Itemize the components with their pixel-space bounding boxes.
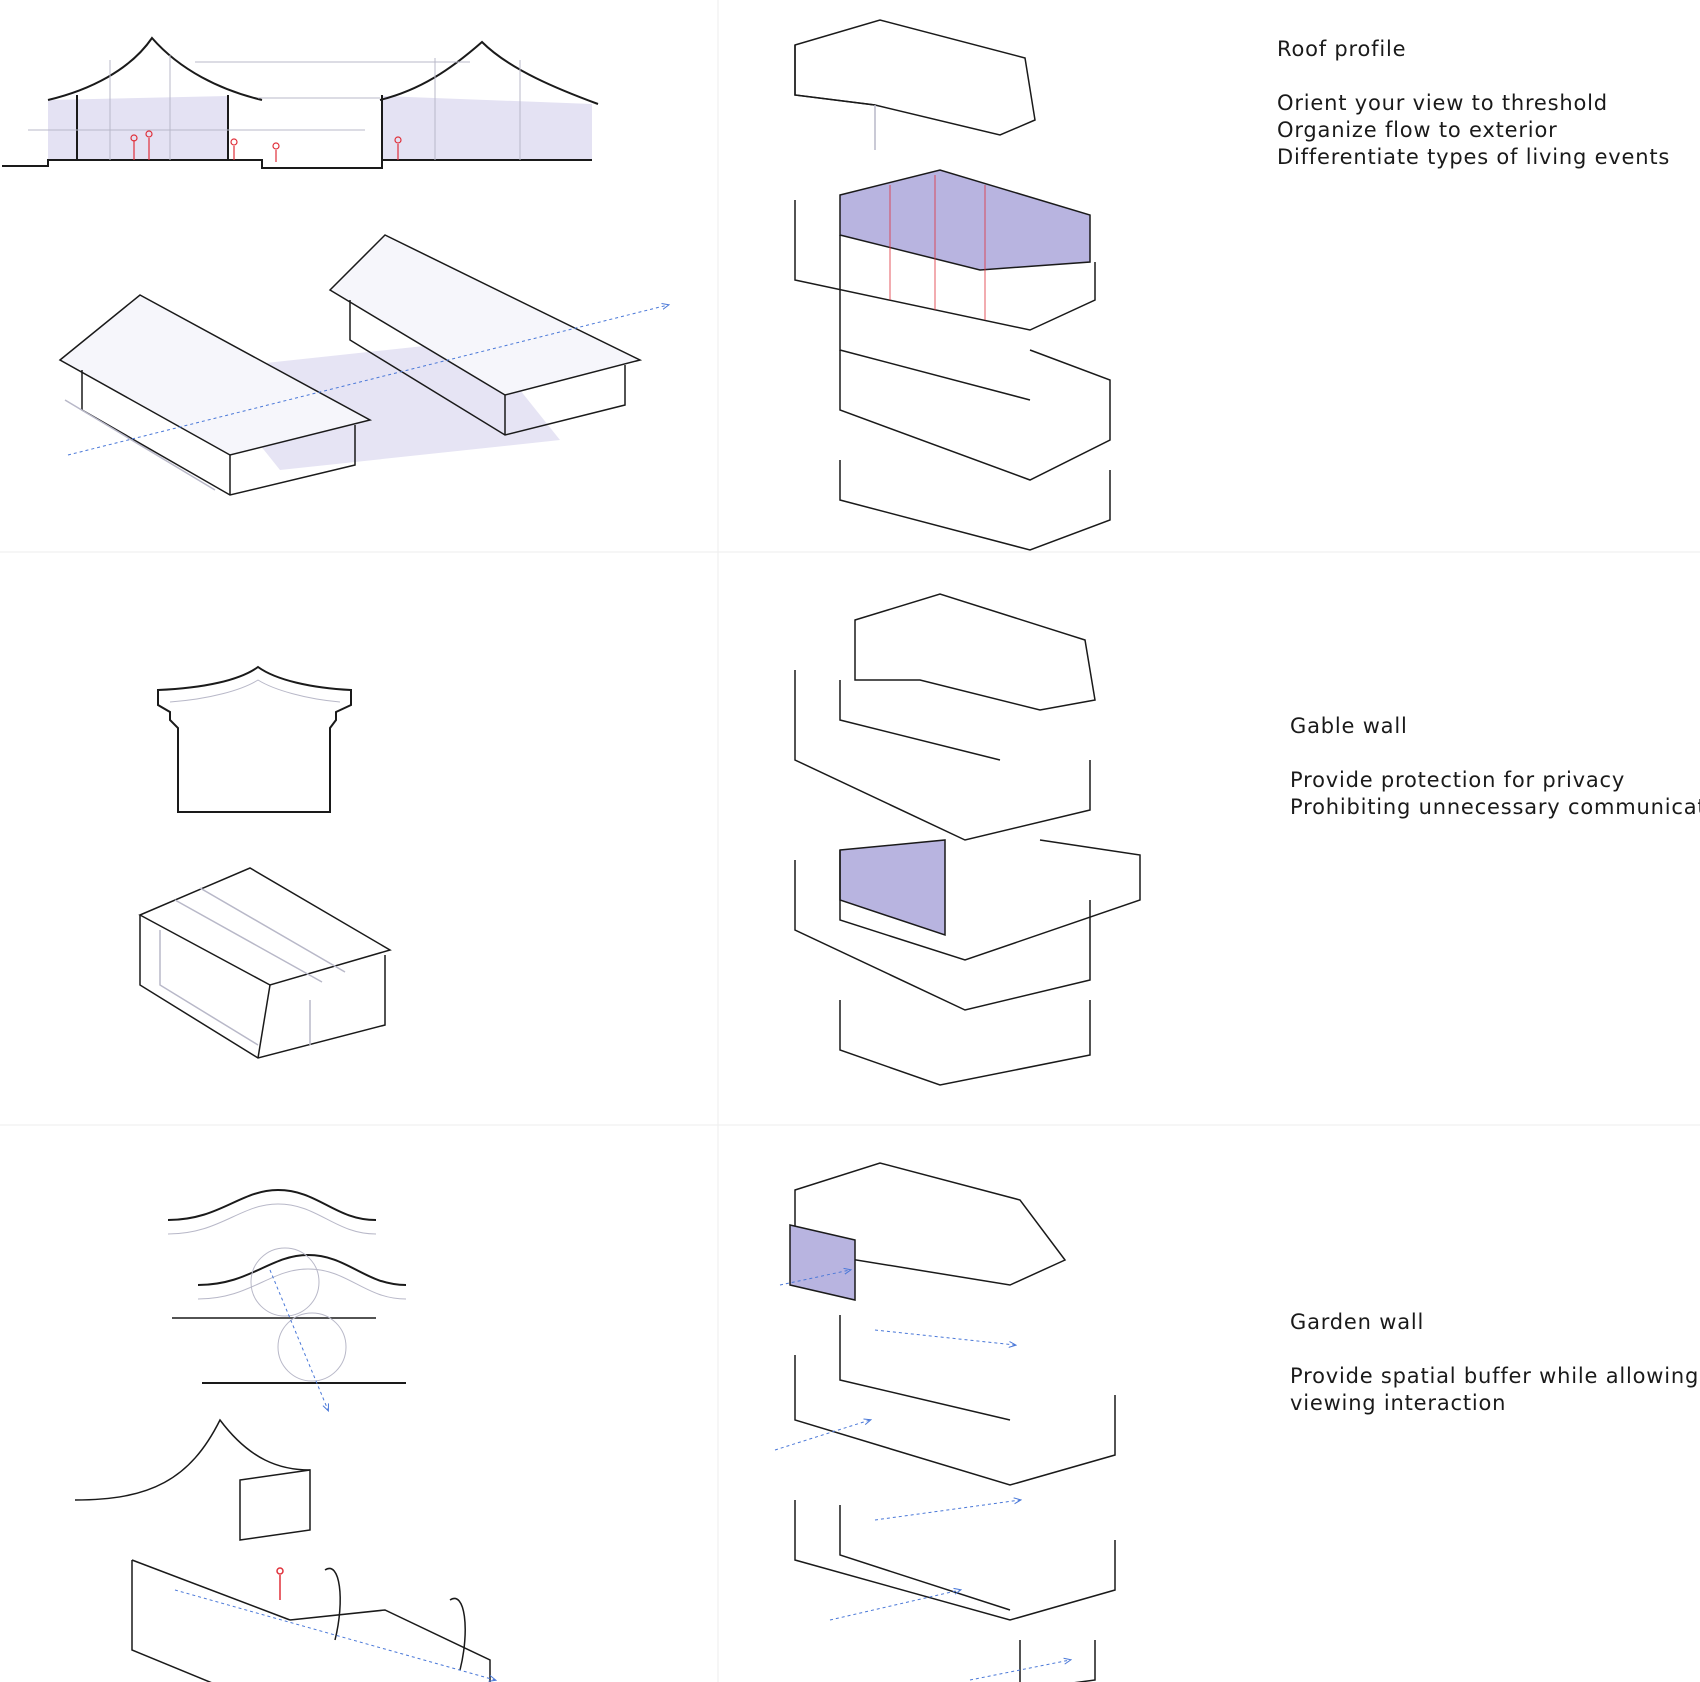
section-line: Provide spatial buffer while allowing: [1290, 1364, 1700, 1388]
section-title: Garden wall: [1290, 1310, 1425, 1334]
section-line: Prohibiting unnecessary communication: [1290, 795, 1700, 819]
section-line: Organize flow to exterior: [1277, 118, 1558, 142]
courtyard-section-drawing: [2, 36, 599, 169]
section-title: Roof profile: [1277, 37, 1407, 61]
gable-wall-volume-diagram: [794, 593, 1141, 1086]
section-line: Provide protection for privacy: [1290, 768, 1626, 792]
roof-profile-volume-diagram: [794, 19, 1111, 551]
garden-wall-elevation-drawing: [167, 1188, 407, 1410]
garden-wall-volume-diagram: [774, 1162, 1116, 1682]
courtyard-axonometric-drawing: [58, 234, 668, 496]
section-garden-wall: Garden wall Provide spatial buffer while…: [1290, 1309, 1699, 1417]
section-gable-wall: Gable wall Provide protection for privac…: [1290, 713, 1700, 821]
section-line: Orient your view to threshold: [1277, 91, 1608, 115]
gable-elevation-drawing: [157, 665, 352, 813]
gable-axonometric-drawing: [138, 867, 392, 1059]
section-line: Differentiate types of living events: [1277, 145, 1671, 169]
section-roof-profile: Roof profile Orient your view to thresho…: [1277, 36, 1670, 171]
garden-wall-axonometric-drawing: [74, 1418, 495, 1682]
section-title: Gable wall: [1290, 714, 1408, 738]
section-line: viewing interaction: [1290, 1391, 1507, 1415]
